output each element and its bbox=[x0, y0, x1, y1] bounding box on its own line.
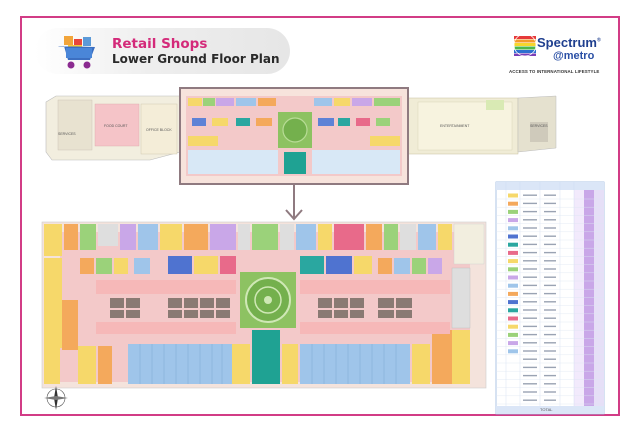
legend-text-mark bbox=[544, 227, 556, 229]
overview-label-food-court: FOOD COURT bbox=[104, 124, 128, 128]
overview-plan bbox=[45, 95, 557, 161]
legend-text-mark bbox=[523, 292, 537, 295]
legend-text-mark bbox=[523, 227, 537, 229]
legend-text-mark bbox=[523, 276, 537, 278]
legend-swatch bbox=[508, 316, 518, 321]
zoom-frame bbox=[179, 87, 409, 185]
page-title: Retail Shops bbox=[112, 36, 208, 52]
legend-text-mark bbox=[544, 399, 556, 401]
legend-text-mark bbox=[523, 202, 537, 205]
legend-text-mark bbox=[544, 366, 556, 369]
legend-swatch bbox=[508, 349, 518, 354]
compass-rose-icon bbox=[44, 386, 68, 410]
legend-total-label: TOTAL bbox=[540, 407, 553, 412]
legend-text-mark bbox=[544, 342, 556, 344]
legend-text-mark bbox=[523, 243, 537, 246]
legend-swatch bbox=[508, 332, 518, 337]
legend-text-mark bbox=[544, 350, 556, 352]
legend-text-mark bbox=[523, 268, 537, 270]
legend-text-mark bbox=[523, 219, 537, 221]
legend-text-mark bbox=[523, 333, 537, 336]
legend-text-mark bbox=[544, 235, 556, 237]
legend-text-mark bbox=[523, 366, 537, 369]
legend-text-mark bbox=[544, 276, 556, 278]
overview-label-services-right: SERVICES bbox=[530, 124, 548, 128]
legend-text-mark bbox=[523, 235, 537, 237]
legend-text-mark bbox=[544, 268, 556, 270]
spectrum-sphere-logo bbox=[513, 33, 537, 57]
legend-text-mark bbox=[544, 358, 556, 360]
legend-text-mark bbox=[523, 358, 537, 360]
brand-tagline: ACCESS TO INTERNATIONAL LIFESTYLE bbox=[509, 69, 600, 74]
legend-swatch bbox=[508, 300, 518, 305]
page-subtitle: Lower Ground Floor Plan bbox=[112, 52, 280, 66]
legend-swatch bbox=[508, 267, 518, 272]
legend-text-mark bbox=[544, 301, 556, 303]
legend-text-mark bbox=[523, 350, 537, 352]
legend-text-mark bbox=[544, 391, 556, 393]
legend-text-mark bbox=[544, 317, 556, 319]
legend-text-mark bbox=[544, 333, 556, 336]
legend-text-mark bbox=[523, 210, 537, 213]
legend-text-mark bbox=[523, 194, 537, 196]
legend-swatch bbox=[508, 250, 518, 255]
legend-text-mark bbox=[523, 383, 537, 385]
legend-text-mark bbox=[544, 194, 556, 196]
legend-text-mark bbox=[544, 243, 556, 246]
legend-text-mark bbox=[523, 309, 537, 311]
legend-text-mark bbox=[523, 251, 537, 254]
legend-swatch bbox=[508, 291, 518, 296]
legend-text-mark bbox=[523, 317, 537, 319]
down-arrow-icon bbox=[285, 185, 303, 221]
legend-text-mark bbox=[523, 342, 537, 344]
legend-text-mark bbox=[523, 325, 537, 328]
legend-swatch bbox=[508, 226, 518, 231]
legend-text-mark bbox=[523, 284, 537, 287]
legend-swatch bbox=[508, 308, 518, 313]
legend-swatch bbox=[508, 209, 518, 214]
legend-text-mark bbox=[544, 374, 556, 377]
legend-text-mark bbox=[544, 251, 556, 254]
legend-table bbox=[495, 181, 605, 415]
legend-text-mark bbox=[544, 219, 556, 221]
legend-text-mark bbox=[544, 292, 556, 295]
legend-swatch bbox=[508, 275, 518, 280]
legend-text-mark bbox=[523, 374, 537, 377]
legend-swatch bbox=[508, 283, 518, 288]
legend-swatch bbox=[508, 324, 518, 329]
legend-text-mark bbox=[523, 391, 537, 393]
legend-swatch bbox=[508, 259, 518, 264]
shopping-cart-icon bbox=[58, 36, 95, 69]
legend-swatch bbox=[508, 218, 518, 223]
legend-text-mark bbox=[544, 202, 556, 205]
brand-sub: @metro bbox=[553, 50, 595, 62]
legend-swatch bbox=[508, 242, 518, 247]
legend-text-mark bbox=[544, 260, 556, 262]
brand-name: Spectrum® bbox=[537, 35, 601, 50]
legend-text-mark bbox=[523, 301, 537, 303]
legend-text-mark bbox=[544, 284, 556, 287]
main-floor-plan bbox=[41, 221, 487, 389]
legend-swatch bbox=[508, 201, 518, 206]
legend-text-mark bbox=[544, 210, 556, 213]
legend-swatch bbox=[508, 341, 518, 346]
legend-swatch bbox=[508, 234, 518, 239]
legend-text-mark bbox=[523, 260, 537, 262]
legend-text-mark bbox=[544, 325, 556, 328]
legend-swatch bbox=[508, 193, 518, 198]
legend-text-mark bbox=[544, 383, 556, 385]
legend-text-mark bbox=[523, 399, 537, 401]
overview-label-entertainment: ENTERTAINMENT bbox=[440, 124, 470, 128]
overview-label-office-block: OFFICE BLOCK bbox=[146, 128, 172, 132]
legend-text-mark bbox=[544, 309, 556, 311]
overview-label-services-left: SERVICES bbox=[58, 132, 76, 136]
